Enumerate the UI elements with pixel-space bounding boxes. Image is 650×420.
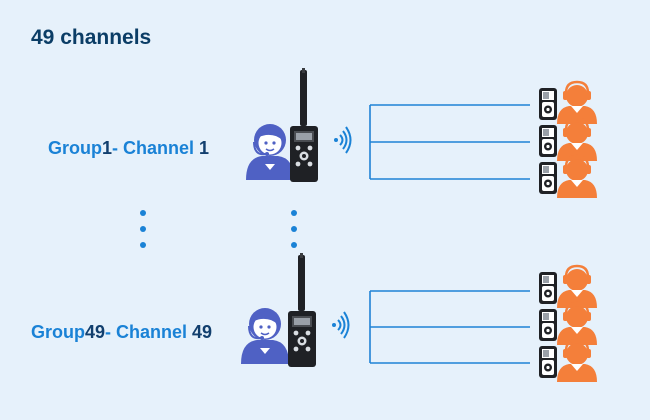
- distribution-lines: [369, 290, 530, 364]
- listener-headphone-icon: [555, 301, 599, 347]
- receiver-icon: [539, 162, 557, 194]
- receiver-icon: [539, 309, 557, 341]
- group-49-system: [240, 253, 599, 384]
- receiver-icon: [539, 346, 557, 378]
- transmitter-icon: [288, 253, 316, 367]
- listener-headphone-icon: [555, 154, 599, 200]
- channel-word: - Channel: [105, 322, 193, 342]
- group-label-49: Group49- Channel 49: [31, 322, 212, 343]
- receiver-icon: [539, 125, 557, 157]
- listener-headphone-icon: [555, 117, 599, 163]
- group-number: 1: [102, 138, 113, 158]
- wireless-signal-icon: [333, 126, 352, 154]
- group-label-1: Group1- Channel 1: [48, 138, 209, 159]
- channel-number: 49: [192, 322, 213, 342]
- vertical-dots-icon: [140, 210, 297, 248]
- speaker-headset-icon: [245, 123, 295, 181]
- group-word: Group: [48, 138, 102, 158]
- listener-headphone-icon: [555, 264, 599, 310]
- transmitter-icon: [290, 68, 318, 182]
- listener-headphone-icon: [555, 80, 599, 126]
- group-1-system: [245, 68, 599, 200]
- speaker-headset-icon: [240, 307, 290, 365]
- distribution-lines: [369, 104, 530, 180]
- channel-word: - Channel: [112, 138, 200, 158]
- group-number: 49: [85, 322, 106, 342]
- receiver-icon: [539, 272, 557, 304]
- diagram-title: 49 channels: [31, 26, 152, 49]
- receiver-icon: [539, 88, 557, 120]
- group-word: Group: [31, 322, 85, 342]
- listener-headphone-icon: [555, 338, 599, 384]
- wireless-signal-icon: [331, 311, 350, 339]
- channel-number: 1: [199, 138, 210, 158]
